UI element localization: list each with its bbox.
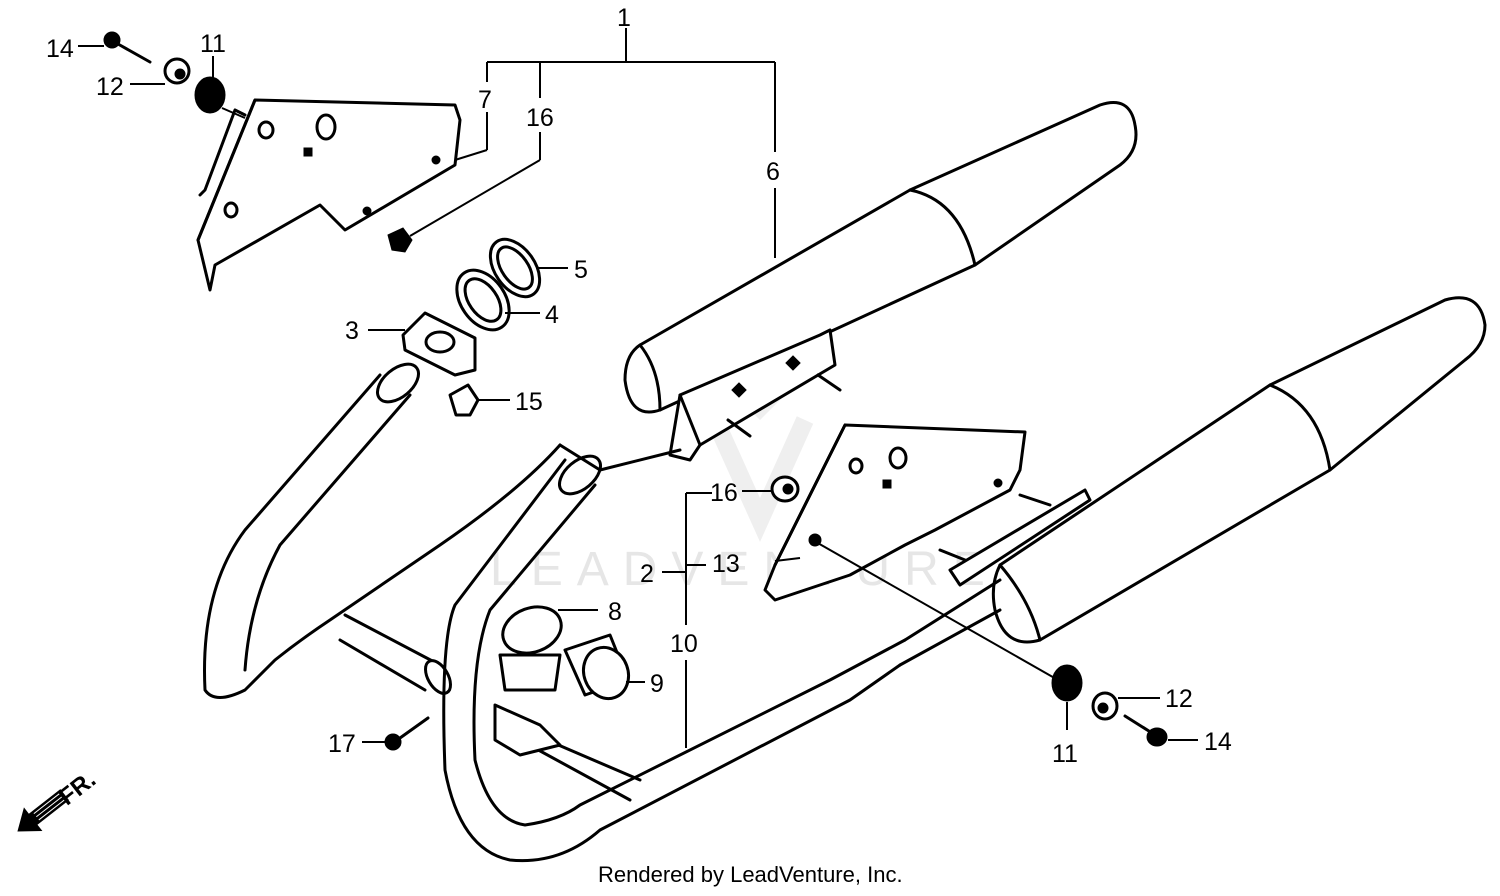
callout-11-top: 11 [200,30,226,58]
lower-muffler [948,296,1487,644]
callout-13: 13 [712,550,740,578]
upper-muffler [623,101,1138,462]
render-credit: Rendered by LeadVenture, Inc. [598,862,903,887]
callout-11-bottom: 11 [1052,740,1078,768]
callout-9: 9 [650,670,664,698]
callout-3: 3 [345,317,359,345]
callout-17: 17 [328,730,356,758]
callout-12-bottom: 12 [1165,685,1193,713]
watermark-text: LEADVENTURE [490,543,999,596]
arrow-icon [17,789,70,832]
callout-8: 8 [608,598,622,626]
callout-14-bottom: 14 [1204,728,1232,756]
callout-16-top: 16 [526,104,554,132]
callout-labels: 1 2 3 4 5 6 7 8 9 10 11 11 12 12 13 14 1… [46,4,1232,768]
callout-2: 2 [640,560,654,588]
callout-1: 1 [617,4,631,32]
small-parts [103,31,1168,751]
callout-16-bottom: 16 [710,479,738,507]
exhaust-pipes [203,362,1002,863]
callout-7: 7 [478,86,492,114]
callout-5: 5 [574,256,588,284]
callout-14-top: 14 [46,35,74,63]
callout-12-top: 12 [96,73,124,101]
callout-6: 6 [766,158,780,186]
front-direction-marker: FR. [17,766,101,832]
callout-10: 10 [670,630,698,658]
callout-4: 4 [545,301,559,329]
leader-lines [78,28,1198,748]
callout-15: 15 [515,388,543,416]
upper-heat-shield [196,98,462,292]
